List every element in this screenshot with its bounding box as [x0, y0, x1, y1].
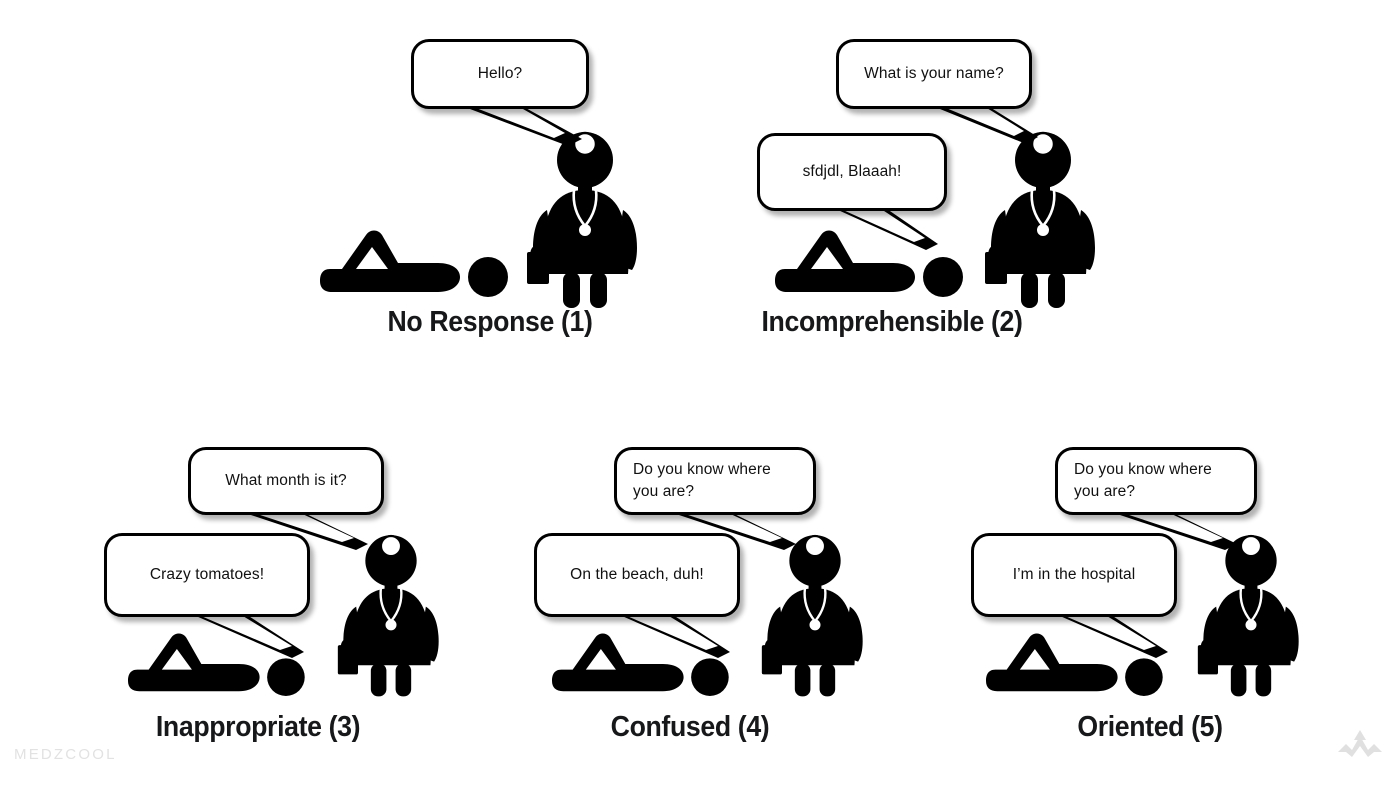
panel-caption: Inappropriate (3)	[155, 711, 361, 743]
doctor-speech-bubble: Hello?	[411, 39, 589, 109]
doctor-bubble-tail	[940, 105, 1038, 144]
patient-figure	[775, 230, 963, 297]
patient-figure	[552, 633, 729, 696]
patient-speech-text: sfdjdl, Blaaah!	[802, 163, 902, 180]
patient-speech-bubble: sfdjdl, Blaaah!	[757, 133, 947, 211]
doctor-speech-bubble: What is your name?	[836, 39, 1032, 109]
doctor-figure	[337, 534, 439, 697]
patient-bubble-tail	[622, 613, 730, 658]
panel-caption: Incomprehensible (2)	[761, 306, 1023, 338]
patient-speech-text: Crazy tomatoes!	[149, 566, 265, 583]
panel-caption: No Response (1)	[387, 306, 593, 338]
doctor-figure	[1197, 534, 1299, 697]
doctor-bubble-tail	[676, 510, 796, 550]
doctor-figure	[985, 131, 1095, 308]
doctor-speech-text: What is your name?	[864, 65, 1004, 82]
doctor-bubble-tail	[248, 510, 368, 550]
patient-figure	[128, 633, 305, 696]
doctor-figure	[527, 131, 637, 308]
patient-figure	[320, 230, 508, 297]
patient-bubble-tail	[1060, 613, 1168, 658]
doctor-speech-bubble: Do you know where you are?	[614, 447, 816, 515]
doctor-speech-bubble: What month is it?	[188, 447, 384, 515]
patient-speech-bubble: I’m in the hospital	[971, 533, 1177, 617]
doctor-speech-text: Do you know where you are?	[633, 461, 771, 500]
patient-speech-bubble: Crazy tomatoes!	[104, 533, 310, 617]
patient-bubble-tail	[196, 613, 304, 658]
doctor-bubble-tail	[1117, 510, 1237, 550]
panel-caption: Oriented (5)	[1077, 711, 1223, 743]
doctor-speech-text: Do you know where you are?	[1074, 461, 1212, 500]
panel-caption: Confused (4)	[610, 711, 770, 743]
doctor-bubble-tail	[470, 105, 582, 146]
patient-speech-text: On the beach, duh!	[570, 566, 704, 583]
medzcool-mountain-logo	[1338, 730, 1382, 757]
patient-bubble-tail	[838, 207, 938, 250]
doctor-speech-text: Hello?	[477, 65, 523, 82]
patient-speech-bubble: On the beach, duh!	[534, 533, 740, 617]
patient-figure	[986, 633, 1163, 696]
doctor-speech-bubble: Do you know where you are?	[1055, 447, 1257, 515]
doctor-speech-text: What month is it?	[225, 472, 347, 489]
brand-watermark: MEDZCOOL	[14, 746, 117, 763]
doctor-figure	[761, 534, 863, 697]
patient-speech-text: I’m in the hospital	[1012, 566, 1136, 583]
